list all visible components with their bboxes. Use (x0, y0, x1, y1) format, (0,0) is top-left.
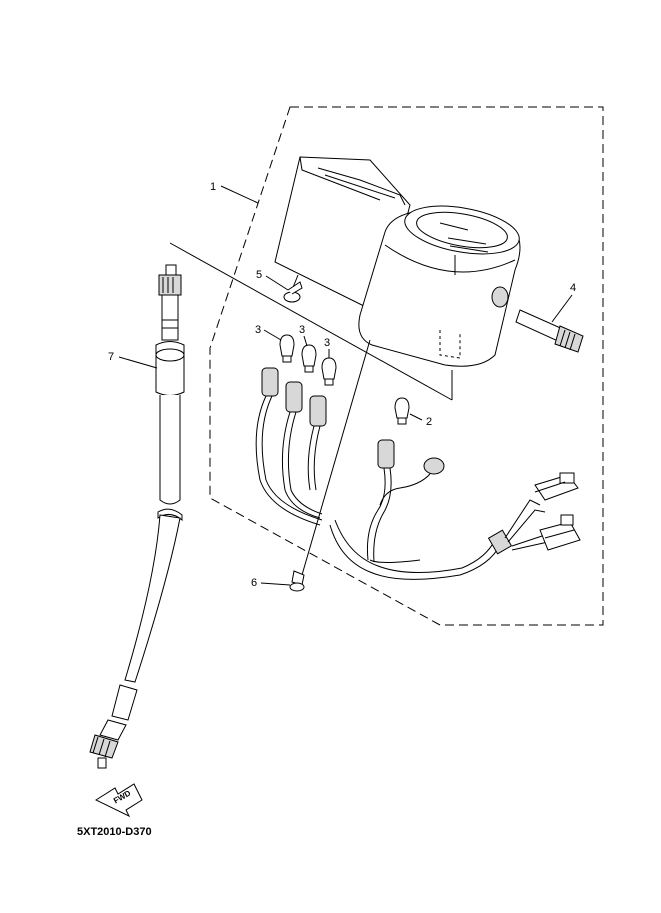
callout-7: 7 (108, 351, 114, 363)
speedometer-cable-part (89, 264, 185, 769)
speedometer-assembly (274, 156, 521, 367)
callout-3b: 3 (299, 324, 305, 336)
bulb-3c-part (321, 357, 337, 386)
leader-line-7 (169, 242, 453, 401)
callout-4: 4 (570, 282, 576, 294)
reset-knob-part (515, 309, 584, 353)
drawing-code: 5XT2010-D370 (77, 826, 152, 838)
screw-6-part (289, 339, 371, 592)
bulb-3b-part (301, 344, 317, 373)
bulb-2-part (394, 397, 410, 425)
bulb-3a-part (279, 334, 295, 363)
callout-2: 2 (426, 416, 432, 428)
callout-3c: 3 (324, 337, 330, 349)
callout-1: 1 (210, 181, 216, 193)
callout-3a: 3 (255, 324, 261, 336)
socket-wires (255, 367, 581, 580)
screw-5-part (283, 274, 303, 303)
assembly-boundary (209, 106, 604, 626)
callout-5: 5 (256, 269, 262, 281)
callout-6: 6 (251, 577, 257, 589)
fwd-arrow-icon: FWD (94, 783, 143, 818)
